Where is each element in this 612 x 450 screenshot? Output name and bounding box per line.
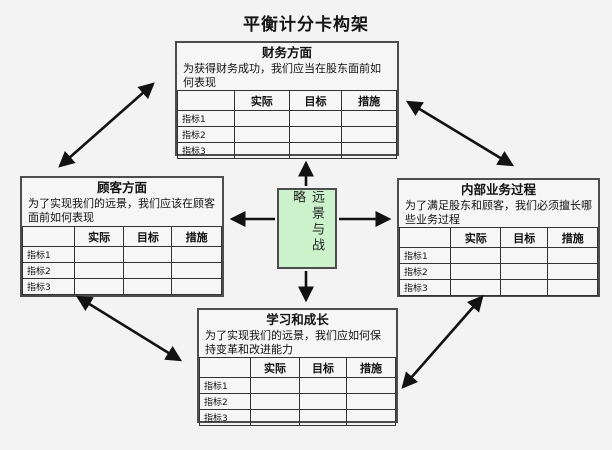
column-header-target: 目标 bbox=[123, 226, 173, 247]
empty-cell bbox=[123, 262, 173, 279]
empty-cell bbox=[249, 393, 300, 411]
row-label-indicator-1: 指标1 bbox=[22, 246, 75, 263]
empty-cell bbox=[547, 263, 598, 281]
empty-cell bbox=[298, 377, 347, 395]
table-row: 指标1 bbox=[177, 110, 397, 128]
learning-metrics-table: 实际 目标 措施 指标1 指标2 指标3 bbox=[199, 357, 397, 427]
empty-cell bbox=[249, 409, 300, 427]
panel-internal-description: 为了满足股东和顾客，我们必须擅长哪些业务过程 bbox=[405, 198, 592, 226]
empty-cell bbox=[345, 393, 397, 411]
column-header-target: 目标 bbox=[298, 357, 347, 379]
column-header-measure: 措施 bbox=[547, 227, 598, 249]
table-row: 指标3 bbox=[177, 142, 397, 160]
table-row: 指标3 bbox=[398, 279, 598, 297]
empty-cell bbox=[288, 126, 343, 144]
row-label-indicator-2: 指标2 bbox=[199, 393, 251, 411]
empty-cell bbox=[288, 142, 343, 160]
row-label-indicator-2: 指标2 bbox=[177, 126, 235, 144]
empty-cell bbox=[288, 110, 343, 128]
column-header-target: 目标 bbox=[288, 90, 343, 112]
panel-learning-title: 学习和成长 bbox=[266, 312, 329, 327]
empty-cell bbox=[450, 263, 501, 281]
empty-cell bbox=[345, 377, 397, 395]
panel-learning-description: 为了实现我们的远景，我们应如何保持变革和改进能力 bbox=[205, 328, 381, 356]
empty-cell bbox=[171, 278, 222, 295]
row-label-indicator-1: 指标1 bbox=[199, 377, 251, 395]
column-header-measure: 措施 bbox=[171, 226, 222, 247]
panel-financial: 财务方面 为获得财务成功，我们应当在股东面前如何表现 实际 目标 措施 指标1 … bbox=[175, 41, 399, 160]
row-label-indicator-1: 指标1 bbox=[398, 247, 452, 265]
row-label-indicator-3: 指标3 bbox=[177, 142, 235, 160]
panel-financial-description: 为获得财务成功，我们应当在股东面前如何表现 bbox=[183, 61, 381, 89]
empty-cell bbox=[298, 393, 347, 411]
row-label-indicator-3: 指标3 bbox=[398, 279, 452, 297]
double-arrow-financial-internal bbox=[405, 100, 515, 167]
panel-financial-title: 财务方面 bbox=[261, 45, 312, 60]
column-header-target: 目标 bbox=[499, 227, 549, 249]
table-row: 指标1 bbox=[398, 247, 598, 265]
empty-cell bbox=[233, 126, 290, 144]
empty-cell bbox=[450, 279, 501, 297]
column-header-actual: 实际 bbox=[450, 227, 501, 249]
double-arrow-learning-internal bbox=[401, 295, 484, 389]
table-row: 指标2 bbox=[398, 263, 598, 281]
empty-cell bbox=[73, 246, 125, 263]
column-header-actual: 实际 bbox=[73, 226, 125, 247]
empty-cell bbox=[450, 247, 501, 265]
column-header-actual: 实际 bbox=[233, 90, 290, 112]
double-arrow-customer-learning bbox=[75, 295, 183, 362]
empty-cell bbox=[249, 377, 300, 395]
row-label-indicator-2: 指标2 bbox=[398, 263, 452, 281]
panel-customer-description: 为了实现我们的远景，我们应该在顾客面前如何表现 bbox=[28, 196, 215, 224]
table-row: 指标2 bbox=[199, 393, 397, 411]
panel-internal-process: 内部业务过程 为了满足股东和顾客，我们必须擅长哪些业务过程 实际 目标 措施 指… bbox=[397, 178, 600, 297]
column-header-measure: 措施 bbox=[341, 90, 397, 112]
financial-metrics-table: 实际 目标 措施 指标1 指标2 指标3 bbox=[177, 90, 397, 160]
empty-cell bbox=[547, 279, 598, 297]
empty-cell bbox=[341, 142, 397, 160]
column-header-measure: 措施 bbox=[345, 357, 397, 379]
empty-cell bbox=[341, 126, 397, 144]
table-row: 指标3 bbox=[22, 278, 222, 295]
column-header-blank bbox=[22, 226, 75, 247]
panel-customer: 顾客方面 为了实现我们的远景，我们应该在顾客面前如何表现 实际 目标 措施 指标… bbox=[20, 176, 224, 297]
column-header-blank bbox=[177, 90, 235, 112]
empty-cell bbox=[499, 263, 549, 281]
double-arrow-customer-financial bbox=[58, 82, 155, 168]
empty-cell bbox=[345, 409, 397, 427]
empty-cell bbox=[171, 262, 222, 279]
empty-cell bbox=[499, 247, 549, 265]
customer-metrics-table: 实际 目标 措施 指标1 指标2 指标3 bbox=[22, 226, 222, 295]
row-label-indicator-3: 指标3 bbox=[22, 278, 75, 295]
empty-cell bbox=[233, 142, 290, 160]
empty-cell bbox=[499, 279, 549, 297]
panel-customer-title: 顾客方面 bbox=[96, 180, 147, 195]
column-header-actual: 实际 bbox=[249, 357, 300, 379]
empty-cell bbox=[171, 246, 222, 263]
row-label-indicator-2: 指标2 bbox=[22, 262, 75, 279]
column-header-blank bbox=[199, 357, 251, 379]
table-row: 指标1 bbox=[199, 377, 397, 395]
internal-metrics-table: 实际 目标 措施 指标1 指标2 指标3 bbox=[398, 227, 598, 297]
empty-cell bbox=[341, 110, 397, 128]
table-row: 指标2 bbox=[177, 126, 397, 144]
row-label-indicator-3: 指标3 bbox=[199, 409, 251, 427]
vision-strategy-label: 远景与战略 bbox=[290, 190, 324, 254]
empty-cell bbox=[298, 409, 347, 427]
empty-cell bbox=[123, 278, 173, 295]
column-header-blank bbox=[398, 227, 452, 249]
vision-strategy-box: 远景与战略 bbox=[277, 188, 337, 269]
table-row: 指标1 bbox=[22, 246, 222, 263]
empty-cell bbox=[547, 247, 598, 265]
panel-internal-title: 内部业务过程 bbox=[460, 182, 536, 197]
empty-cell bbox=[233, 110, 290, 128]
row-label-indicator-1: 指标1 bbox=[177, 110, 235, 128]
empty-cell bbox=[123, 246, 173, 263]
empty-cell bbox=[73, 278, 125, 295]
diagram-title: 平衡计分卡构架 bbox=[243, 15, 369, 35]
table-row: 指标2 bbox=[22, 262, 222, 279]
empty-cell bbox=[73, 262, 125, 279]
table-row: 指标3 bbox=[199, 409, 397, 427]
panel-learning-growth: 学习和成长 为了实现我们的远景，我们应如何保持变革和改进能力 实际 目标 措施 … bbox=[197, 308, 398, 427]
